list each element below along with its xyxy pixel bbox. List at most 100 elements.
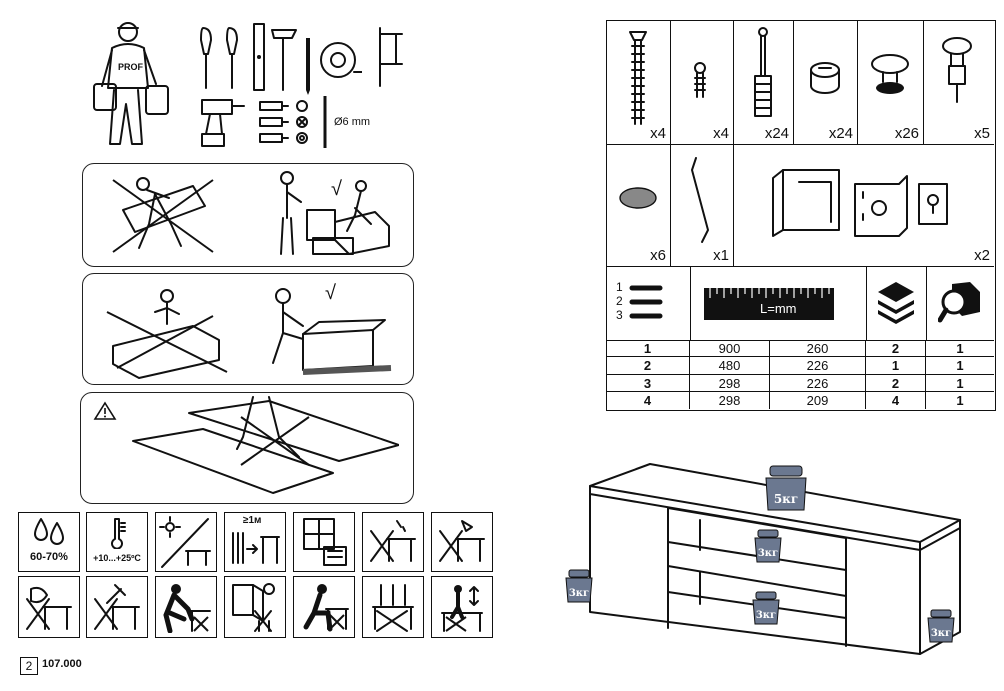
temperature-value: +10...+25ºC — [93, 553, 141, 563]
weight-left-door-label: 3кг — [568, 588, 590, 599]
layers-icon — [878, 282, 914, 324]
hardware-qty: x2 — [974, 247, 990, 264]
table-cell-width: 209 — [770, 391, 866, 409]
correct-lifting-illustration — [280, 171, 390, 255]
table-cell-width: 260 — [770, 340, 866, 358]
package-search-icon — [938, 282, 980, 323]
no-sunlight-icon — [155, 512, 217, 572]
layers-icon-cell — [866, 266, 927, 341]
hardware-qty: x24 — [828, 125, 853, 142]
hardware-qty: x4 — [713, 125, 729, 142]
hardware-cell-shelf-support: x26 — [857, 20, 924, 145]
parts-table: x4 x4 x24 x24 x26 x5 x6 x1 — [606, 20, 996, 411]
humidity-value: 60-70% — [30, 551, 68, 563]
legend-numbered-parts: 1 2 3 — [606, 266, 691, 341]
table-cell-thickness: 2 — [866, 340, 926, 358]
hardware-qty: x26 — [894, 125, 919, 142]
hardware-cell-hex-key: x1 — [670, 144, 734, 267]
temperature-icon: +10...+25ºC — [86, 512, 148, 572]
check-mark-2: √ — [325, 282, 336, 304]
no-chemicals-icon — [18, 576, 80, 638]
worker-badge: PROF — [118, 62, 144, 72]
ruler-label: L=mm — [760, 301, 797, 316]
weight-right-door — [927, 609, 955, 643]
table-cell-width: 226 — [770, 374, 866, 392]
hardware-cell-pin-fastener: x5 — [923, 20, 994, 145]
hardware-qty: x5 — [974, 125, 990, 142]
hardware-cell-cam-pin: x24 — [733, 20, 794, 145]
table-cell-qty: 1 — [956, 375, 964, 391]
hardware-cell-brackets: x2 — [733, 144, 994, 267]
tape-measure-icon — [320, 42, 362, 78]
hardware-cell-cover-cap: x6 — [606, 144, 671, 267]
table-cell-length: 298 — [690, 374, 770, 392]
check-mark-1: √ — [331, 178, 342, 200]
screwdriver-icon — [200, 27, 238, 89]
table-cell-length: 900 — [690, 340, 770, 358]
hardware-cell-confirmat-screw: x4 — [606, 20, 671, 145]
window-icon — [293, 512, 355, 572]
drill-bit-icon — [323, 96, 327, 148]
drill-icon — [201, 99, 245, 147]
worker-illustration — [93, 22, 169, 145]
no-water-icon — [362, 512, 424, 572]
table-cell-no: 3 — [606, 374, 690, 392]
cabinet-drawing — [589, 463, 961, 655]
no-spray-icon — [431, 512, 493, 572]
warning-box-panels — [80, 392, 414, 504]
weight-top-label: 5кг — [773, 492, 799, 506]
distance-value: ≥1м — [243, 515, 262, 526]
conditions-grid: 60-70% +10...+25ºC ≥1м — [18, 512, 496, 638]
warning-triangle-icon — [93, 401, 117, 420]
table-cell-qty: 1 — [956, 341, 964, 356]
page-number: 2 — [20, 657, 38, 675]
warning-box-floor: √ — [82, 273, 414, 385]
ruler-header: L=mm — [690, 266, 867, 341]
spirit-level-icon — [253, 23, 265, 91]
table-cell-qty: 1 — [956, 392, 964, 408]
weight-shelf-lower — [752, 591, 780, 625]
table-cell-no: 2 — [606, 357, 690, 375]
no-lean-icon — [155, 576, 217, 638]
weight-shelf-lower-label: 3кг — [755, 610, 777, 621]
drill-bits-icon — [259, 100, 308, 144]
hardware-cell-cam-lock: x24 — [793, 20, 858, 145]
table-cell-no: 1 — [606, 340, 690, 358]
weight-left-door — [565, 569, 593, 603]
no-overload-icon — [362, 576, 424, 638]
hardware-cell-short-screw: x4 — [670, 20, 734, 145]
table-cell-qty: 1 — [956, 358, 964, 374]
weight-top — [765, 465, 807, 511]
drill-size-label: Ø6 mm — [334, 116, 371, 128]
table-cell-width: 226 — [770, 357, 866, 375]
no-sit-icon — [293, 576, 355, 638]
hammer-icon — [271, 29, 297, 91]
pencil-icon — [306, 38, 310, 95]
product-code: 107.000 — [42, 658, 82, 670]
humidity-icon: 60-70% — [18, 512, 80, 572]
clamp-icon — [379, 27, 403, 87]
hardware-qty: x24 — [764, 125, 789, 142]
table-cell-length: 298 — [690, 391, 770, 409]
table-divider — [606, 340, 994, 341]
correct-floor-illustration — [272, 288, 392, 375]
load-diagram: 5кг 3кг 3кг 3кг 3кг — [560, 458, 980, 658]
weight-shelf-upper-label: 3кг — [757, 548, 779, 559]
wrong-floor-illustration — [106, 289, 228, 379]
table-cell-no: 4 — [606, 391, 690, 409]
warning-box-lifting: √ — [82, 163, 414, 267]
table-cell-length: 480 — [690, 357, 770, 375]
no-hammer-icon — [86, 576, 148, 638]
hardware-qty: x1 — [713, 247, 729, 264]
table-cell-thickness: 2 — [866, 374, 926, 392]
panels-walk-illustration — [132, 396, 399, 494]
weight-right-door-label: 3кг — [930, 628, 952, 639]
table-cell-thickness: 4 — [866, 391, 926, 409]
weight-shelf-upper — [754, 529, 782, 563]
tools-section: PROF Ø6 mm — [90, 18, 410, 153]
no-door-hang-icon — [224, 576, 286, 638]
